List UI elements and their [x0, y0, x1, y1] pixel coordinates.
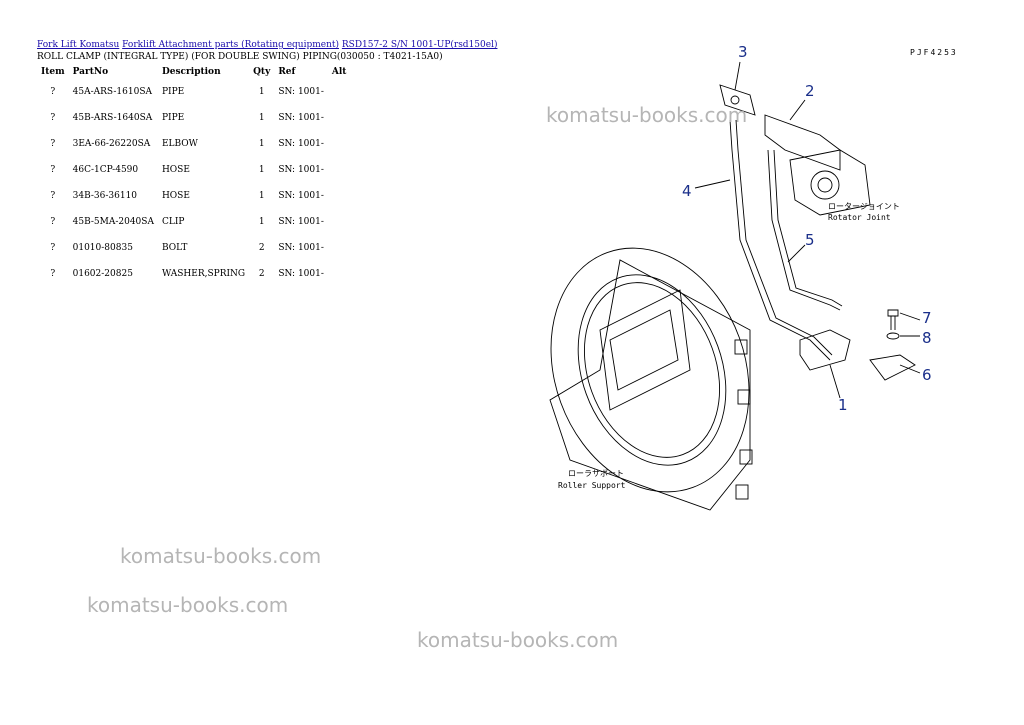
cell-description: PIPE	[161, 113, 185, 123]
rotator-joint-jp-label: ロータージョイント	[828, 202, 900, 211]
breadcrumb-link-fork-lift[interactable]: Fork Lift Komatsu	[37, 40, 120, 50]
header-ref: Ref	[278, 67, 296, 77]
cell-partno: 45B-5MA-2040SA	[72, 217, 154, 227]
ring-outer	[550, 247, 750, 493]
washer-8	[886, 332, 900, 340]
table-row: ? 45A-ARS-1610SA PIPE 1 SN: 1001-	[37, 87, 350, 113]
table-row: ? 3EA-66-26220SA ELBOW 1 SN: 1001-	[37, 139, 350, 165]
cell-qty: 1	[258, 113, 265, 123]
cell-qty: 1	[258, 217, 265, 227]
cell-description: HOSE	[161, 165, 190, 175]
roller-support-label: Roller Support	[558, 481, 626, 490]
cell-alt	[328, 165, 351, 191]
cell-description: ELBOW	[161, 139, 198, 149]
header-item: Item	[41, 67, 65, 77]
parts-diagram: 3 2 4 5 7 8 6 1 ロータージョイント Rotator Joint …	[549, 43, 932, 511]
cell-alt	[328, 191, 351, 217]
cell-item: ?	[50, 139, 56, 149]
fitting-3	[719, 84, 756, 116]
cell-qty: 2	[258, 269, 265, 279]
cell-description: HOSE	[161, 191, 190, 201]
cell-partno: 34B-36-36110	[72, 191, 138, 201]
cell-ref: SN: 1001-	[278, 191, 324, 201]
cell-ref: SN: 1001-	[278, 139, 324, 149]
cell-alt	[328, 269, 351, 285]
cell-item: ?	[50, 269, 56, 279]
table-row: ? 45B-5MA-2040SA CLIP 1 SN: 1001-	[37, 217, 350, 243]
cell-qty: 1	[258, 165, 265, 175]
bolt-7	[887, 309, 899, 330]
table-row: ? 01602-20825 WASHER,SPRING 2 SN: 1001-	[37, 269, 350, 285]
header-partno: PartNo	[72, 67, 109, 77]
header-qty: Qty	[253, 67, 271, 77]
roller-support-jp-label: ローラサポート	[568, 469, 624, 478]
breadcrumb-link-attachment-parts[interactable]: Forklift Attachment parts (Rotating equi…	[122, 40, 340, 50]
cell-partno: 3EA-66-26220SA	[72, 139, 151, 149]
table-row: ? 45B-ARS-1640SA PIPE 1 SN: 1001-	[37, 113, 350, 139]
callout-3: 3	[738, 43, 748, 61]
cell-alt	[328, 139, 351, 165]
watermark: komatsu-books.com	[87, 593, 289, 617]
drawing-code: PJF4253	[910, 48, 958, 57]
fitting-2	[764, 114, 841, 171]
cell-ref: SN: 1001-	[278, 165, 324, 175]
breadcrumb-link-model[interactable]: RSD157-2 S/N 1001-UP(rsd150el)	[341, 40, 498, 50]
cell-item: ?	[50, 165, 56, 175]
parts-table: Item PartNo Description Qty Ref Alt ? 45…	[37, 64, 350, 285]
watermark: komatsu-books.com	[417, 628, 619, 652]
cell-description: CLIP	[161, 217, 185, 227]
cell-item: ?	[50, 217, 56, 227]
rotator-joint	[789, 149, 871, 216]
elbow-1	[799, 329, 851, 371]
cell-ref: SN: 1001-	[278, 243, 324, 253]
cell-partno: 01010-80835	[72, 243, 133, 253]
rotator-joint-label: Rotator Joint	[828, 213, 891, 222]
cell-qty: 1	[258, 139, 265, 149]
callout-1: 1	[838, 396, 848, 414]
cell-alt	[328, 87, 351, 113]
header-alt: Alt	[331, 67, 347, 77]
cell-partno: 45A-ARS-1610SA	[72, 87, 152, 97]
cell-qty: 2	[258, 243, 265, 253]
cell-partno: 45B-ARS-1640SA	[72, 113, 153, 123]
pipe-4	[729, 119, 831, 361]
cell-item: ?	[50, 113, 56, 123]
cell-ref: SN: 1001-	[278, 217, 324, 227]
cell-description: PIPE	[161, 87, 185, 97]
cell-description: BOLT	[161, 243, 188, 253]
clip-6	[869, 354, 916, 381]
callout-6: 6	[922, 366, 932, 384]
frame-plate	[549, 259, 751, 511]
callout-2: 2	[805, 82, 815, 100]
breadcrumb: Fork Lift Komatsu Forklift Attachment pa…	[37, 40, 497, 50]
watermark: komatsu-books.com	[546, 103, 748, 127]
callout-4: 4	[682, 182, 692, 200]
cell-ref: SN: 1001-	[278, 87, 324, 97]
cell-qty: 1	[258, 191, 265, 201]
cell-partno: 01602-20825	[72, 269, 133, 279]
callout-7: 7	[922, 309, 932, 327]
hose-5	[767, 149, 841, 311]
cell-alt	[328, 113, 351, 139]
cell-ref: SN: 1001-	[278, 269, 324, 279]
cell-qty: 1	[258, 87, 265, 97]
header-description: Description	[161, 67, 221, 77]
callout-5: 5	[805, 231, 815, 249]
cell-alt	[328, 243, 351, 269]
table-row: ? 34B-36-36110 HOSE 1 SN: 1001-	[37, 191, 350, 217]
ring-inner	[577, 274, 727, 466]
cell-item: ?	[50, 243, 56, 253]
table-header-row: Item PartNo Description Qty Ref Alt	[37, 64, 350, 87]
cell-partno: 46C-1CP-4590	[72, 165, 139, 175]
page-subtitle: ROLL CLAMP (INTEGRAL TYPE) (FOR DOUBLE S…	[37, 52, 443, 62]
callout-8: 8	[922, 329, 932, 347]
cell-alt	[328, 217, 351, 243]
cell-item: ?	[50, 191, 56, 201]
table-row: ? 01010-80835 BOLT 2 SN: 1001-	[37, 243, 350, 269]
cell-item: ?	[50, 87, 56, 97]
watermark: komatsu-books.com	[120, 544, 322, 568]
cell-ref: SN: 1001-	[278, 113, 324, 123]
table-row: ? 46C-1CP-4590 HOSE 1 SN: 1001-	[37, 165, 350, 191]
cell-description: WASHER,SPRING	[161, 269, 246, 279]
